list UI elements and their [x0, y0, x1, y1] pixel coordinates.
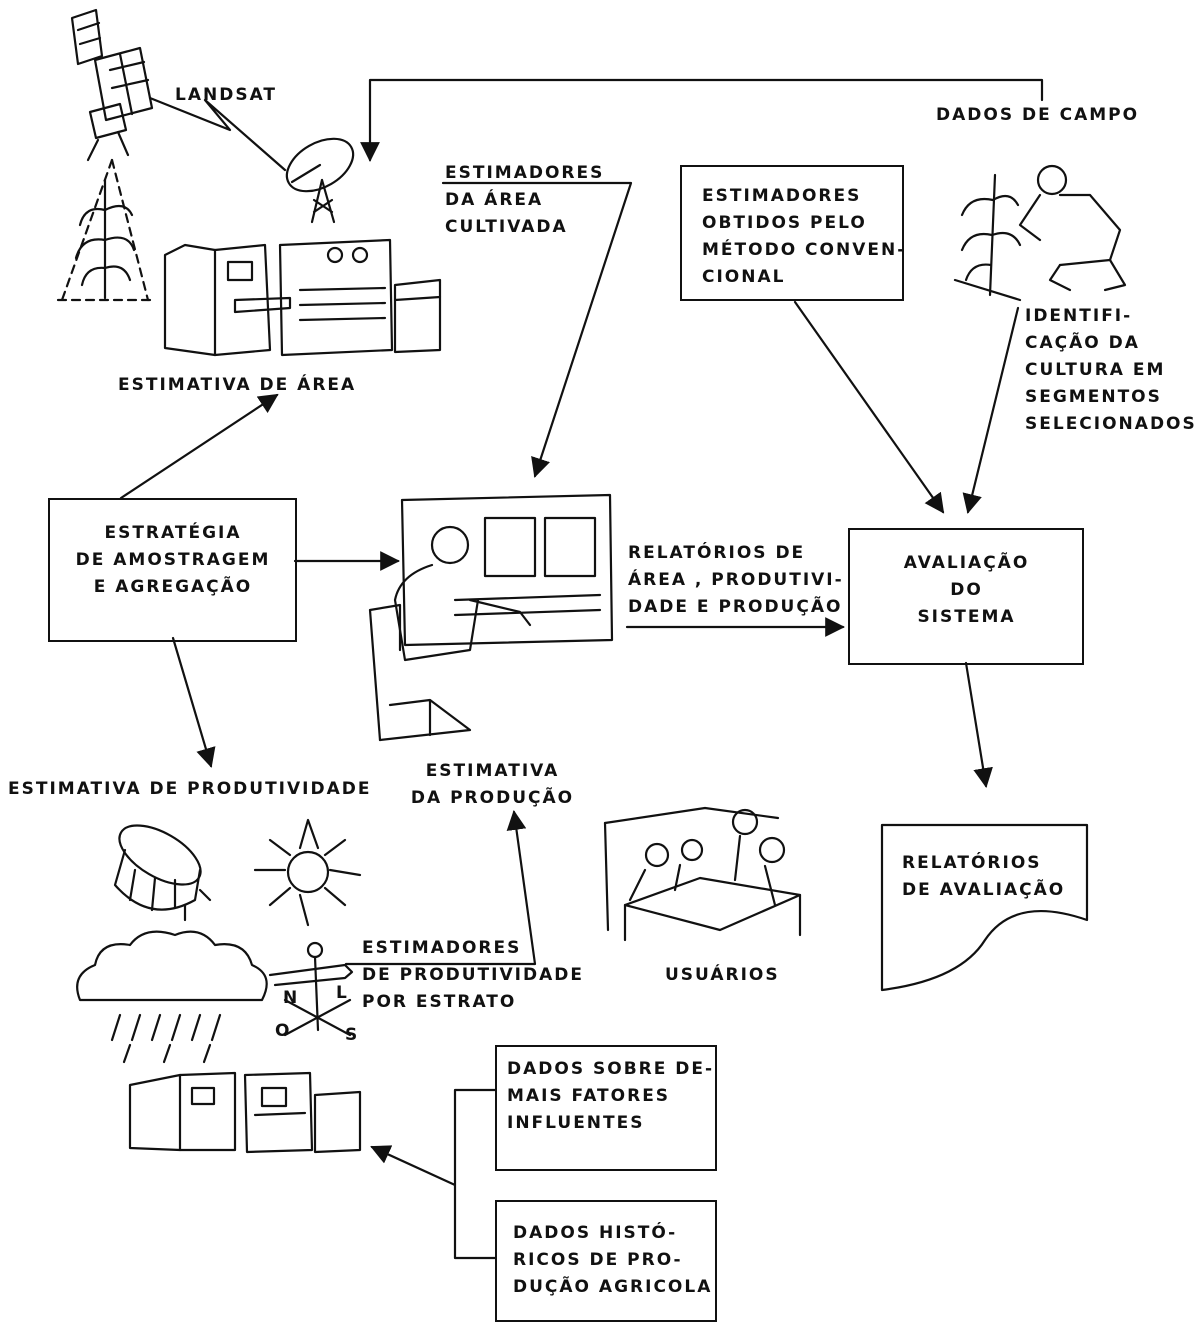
compass-n: N: [283, 988, 300, 1008]
relatorios-area-label: RELATÓRIOS DE ÁREA , PRODUTIVI- DADE E P…: [628, 543, 844, 617]
dados-campo-label: DADOS DE CAMPO: [936, 105, 1140, 125]
antenna-icon: [285, 137, 355, 224]
identificacao-label: IDENTIFI- CAÇÃO DA CULTURA EM SEGMENTOS …: [1025, 306, 1197, 434]
estimadores-produtividade-label: ESTIMADORES DE PRODUTIVIDADE POR ESTRATO: [362, 938, 584, 1012]
meeting-icon: [603, 806, 802, 942]
signal-zigzag: [148, 96, 287, 172]
compass-s: S: [345, 1025, 360, 1045]
landsat-label: LANDSAT: [175, 85, 278, 105]
field-worker-icon: [953, 164, 1127, 302]
sun-icon: [253, 818, 362, 927]
dados-historicos-label: DADOS HISTÓ- RICOS DE PRO- DUÇÃO AGRICOL…: [513, 1223, 713, 1297]
arrow-dados-to-computer: [372, 1088, 497, 1260]
estrategia-box: [48, 498, 297, 642]
computer-icon-bottom: [128, 1071, 362, 1154]
arrow-dados-campo-to-estimativa-area: [360, 78, 1044, 162]
arrow-convencional-to-avaliacao: [793, 300, 945, 514]
estrategia-label: ESTRATÉGIA DE AMOSTRAGEM E AGREGAÇÃO: [75, 523, 271, 597]
estimativa-produtividade-label: ESTIMATIVA DE PRODUTIVIDADE: [8, 779, 372, 799]
estimadores-area-label: ESTIMADORES DA ÁREA CULTIVADA: [445, 163, 605, 237]
estimativa-producao-label: ESTIMATIVA DA PRODUÇÃO: [410, 761, 575, 808]
arrow-estrategia-to-produtividade: [171, 636, 216, 768]
arrow-estrategia-to-estimativa-area: [119, 393, 279, 500]
estimativa-area-label: ESTIMATIVA DE ÁREA: [118, 375, 357, 395]
dados-historicos-box: [495, 1200, 717, 1322]
avaliacao-box: [848, 528, 1084, 665]
corn-plant-icon: [56, 158, 154, 302]
satellite-icon: [70, 8, 154, 162]
estimadores-convencional-label: ESTIMADORES OBTIDOS PELO MÉTODO CONVEN- …: [702, 186, 907, 287]
compass-l: L: [336, 983, 349, 1003]
computer-icon: [163, 238, 442, 357]
compass-o: O: [275, 1021, 292, 1041]
arrow-estimadores-area-to-producao: [441, 181, 633, 478]
wind-vane-icon: [268, 941, 354, 1037]
usuarios-label: USUÁRIOS: [665, 965, 780, 985]
avaliacao-label: AVALIAÇÃO DO SISTEMA: [903, 553, 1030, 627]
operator-console-icon: [368, 493, 614, 742]
dados-fatores-box: [495, 1045, 717, 1171]
report-document-shape: [880, 823, 1089, 992]
arrow-produtividade-to-producao: [344, 810, 537, 966]
estimadores-convencional-box: [680, 165, 904, 301]
cylinder-gauge-icon: [113, 824, 212, 922]
arrow-avaliacao-to-relatorios-avaliacao: [964, 661, 993, 788]
rain-cloud-icon: [76, 930, 268, 1064]
arrow-identificacao-to-avaliacao: [962, 306, 1020, 514]
relatorios-avaliacao-label: RELATÓRIOS DE AVALIAÇÃO: [902, 853, 1066, 900]
dados-fatores-label: DADOS SOBRE DE- MAIS FATORES INFLUENTES: [507, 1059, 715, 1133]
